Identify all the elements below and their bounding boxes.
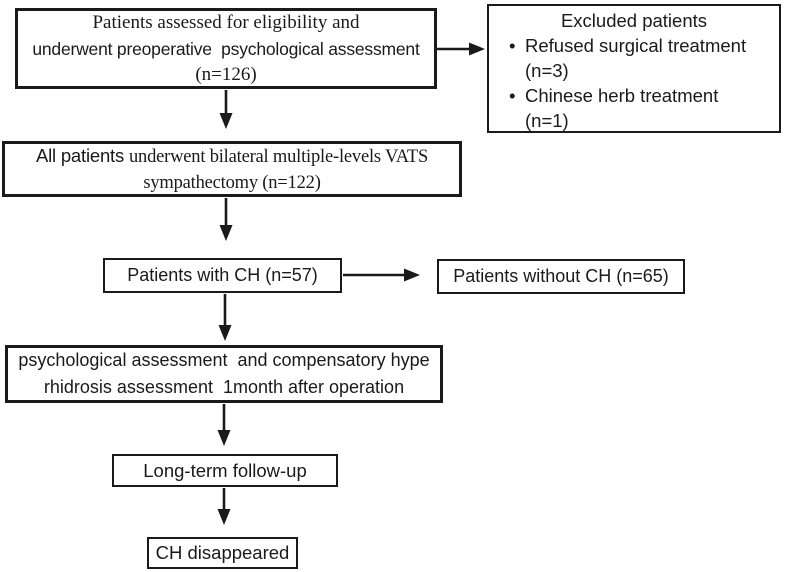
eligibility-line2: underwent preoperative psychological ass… [32,38,420,59]
arrow-eligibility-to-excluded [437,42,485,56]
followup-box: Long-term follow-up [112,454,338,487]
arrow-postop-to-followup [217,404,231,446]
arrow-sympathectomy-to-with-ch [219,198,233,241]
sympathectomy-line1: All patients underwent bilateral multipl… [36,143,428,170]
eligibility-count: (n=126) [195,63,257,85]
excluded-item-refused: • Refused surgical treatment (n=3) [495,33,773,83]
excluded-item-herb: • Chinese herb treatment (n=1) [495,83,773,133]
without-ch-label: Patients without CH (n=65) [453,266,669,286]
bullet-icon: • [509,35,516,56]
without-ch-box: Patients without CH (n=65) [437,259,685,294]
eligibility-box: Patients assessed for eligibility and un… [15,8,437,89]
excluded-item-text: Refused surgical treatment [525,35,747,56]
sympathectomy-line1-run2: underwent bilateral multiple-levels VATS [128,146,429,167]
excluded-item-text: Chinese herb treatment [525,85,719,106]
postop-assessment-box: psychological assessment and compensator… [5,345,443,403]
with-ch-label: Patients with CH (n=57) [127,265,318,285]
followup-label: Long-term follow-up [143,459,307,481]
postop-line1: psychological assessment and compensator… [18,350,430,370]
bullet-icon: • [509,85,516,106]
postop-line2: rhidrosis assessment 1month after operat… [43,377,405,397]
eligibility-line1: Patients assessed for eligibility and [92,11,360,33]
sympathectomy-box: All patients underwent bilateral multipl… [2,141,462,197]
arrow-followup-to-disappeared [217,488,231,525]
ch-disappeared-box: CH disappeared [147,537,298,569]
sympathectomy-line2: sympathectomy (n=122) [143,172,321,193]
excluded-item-count: (n=3) [525,60,569,81]
sympathectomy-line1-run1: All patients [35,144,129,166]
excluded-box: Excluded patients • Refused surgical tre… [487,4,781,133]
ch-disappeared-label: CH disappeared [155,542,290,563]
excluded-title: Excluded patients [560,10,708,31]
arrow-with-ch-to-postop [218,294,232,341]
with-ch-box: Patients with CH (n=57) [103,258,342,293]
arrow-with-ch-to-without-ch [343,268,420,282]
excluded-item-count: (n=1) [525,110,569,131]
arrow-eligibility-to-sympathectomy [219,90,233,129]
